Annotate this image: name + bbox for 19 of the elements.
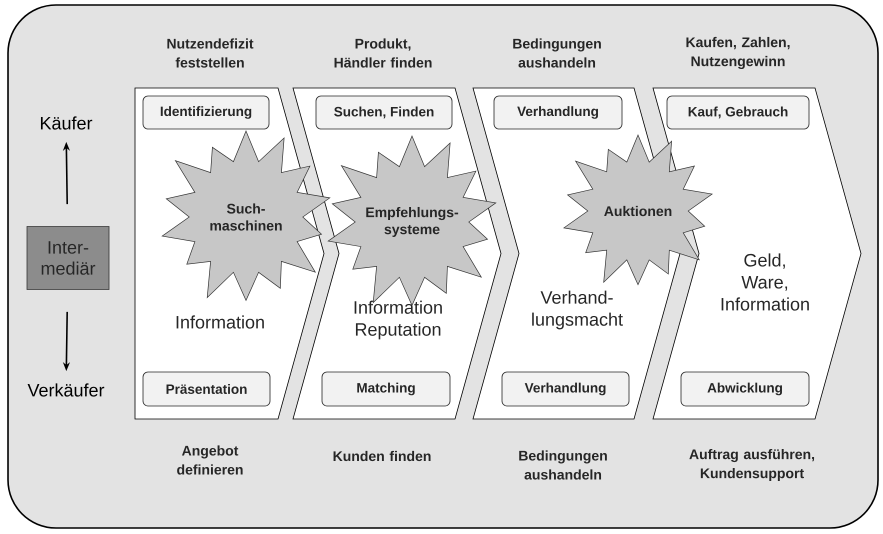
step-box: Abwicklung xyxy=(680,372,810,406)
step-box: Präsentation xyxy=(142,372,270,406)
step-label: Kaufen, Zahlen, Nutzengewinn xyxy=(686,36,790,70)
step-label: Bedingungen aushandeln xyxy=(513,38,601,68)
step-label: Bedingungen aushandeln xyxy=(519,450,607,480)
step-box: Matching xyxy=(322,372,450,406)
step-box: Verhandlung xyxy=(502,372,630,406)
step-label: Angebot definieren xyxy=(177,445,243,475)
step-label: Produkt, Händler finden xyxy=(334,38,432,68)
step-label: Auftrag ausführen, Kundensupport xyxy=(689,448,814,481)
intermediary-box: Inter- mediär xyxy=(26,226,110,290)
step-label: Nutzendefizit feststellen xyxy=(167,38,254,68)
step-box: Verhandlung xyxy=(494,96,622,130)
step-box: Kauf, Gebrauch xyxy=(666,96,810,130)
step-box: Suchen, Finden xyxy=(316,96,452,130)
step-box: Identifizierung xyxy=(142,96,270,130)
step-label: Kunden finden xyxy=(334,450,431,462)
node-text: Verkäufer xyxy=(28,383,104,397)
node-text: Käufer xyxy=(40,116,92,130)
